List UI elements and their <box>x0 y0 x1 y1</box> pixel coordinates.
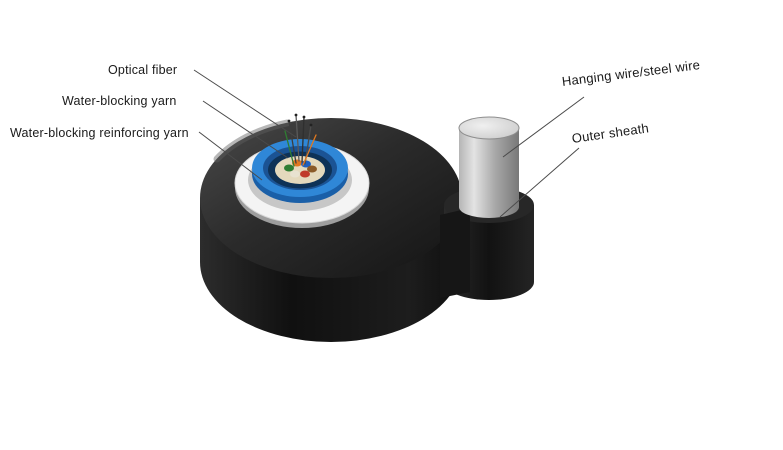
fiber-dot-natural <box>290 170 300 178</box>
fiber-tip <box>309 123 313 127</box>
fiber-strand <box>288 120 297 164</box>
fiber-tip <box>302 115 306 119</box>
label-water-blocking-reinforcing-yarn: Water-blocking reinforcing yarn <box>10 126 189 140</box>
web-neck <box>440 208 470 298</box>
fiber-tip <box>287 119 291 123</box>
fiber-strand-orange <box>302 134 317 166</box>
steel-wire-cylinder <box>458 116 520 218</box>
label-water-blocking-yarn: Water-blocking yarn <box>62 94 177 108</box>
leader-line-water-blocking-reinforcing-yarn <box>198 131 263 181</box>
steel-wire-top-face <box>458 116 520 140</box>
label-optical-fiber: Optical fiber <box>108 63 178 77</box>
optical-fibers <box>284 113 317 167</box>
water-blocking-yarn-fill <box>275 156 325 184</box>
leader-line-hanging-wire <box>502 96 585 158</box>
cable-cross-section <box>234 113 370 228</box>
fiber-strand <box>301 116 305 163</box>
fiber-strand <box>295 114 300 162</box>
fiber-strand-green <box>284 130 295 167</box>
leader-line-optical-fiber <box>193 69 297 138</box>
fiber-tip <box>294 113 298 117</box>
fiber-dot-red <box>300 170 310 178</box>
leader-lines <box>193 69 585 218</box>
fiber-dot-green <box>284 164 294 172</box>
leader-line-outer-sheath <box>499 147 580 218</box>
fiber-dot-brown <box>307 165 317 173</box>
leader-line-water-blocking-yarn <box>202 100 289 159</box>
steel-wire-side-wall <box>459 128 519 218</box>
